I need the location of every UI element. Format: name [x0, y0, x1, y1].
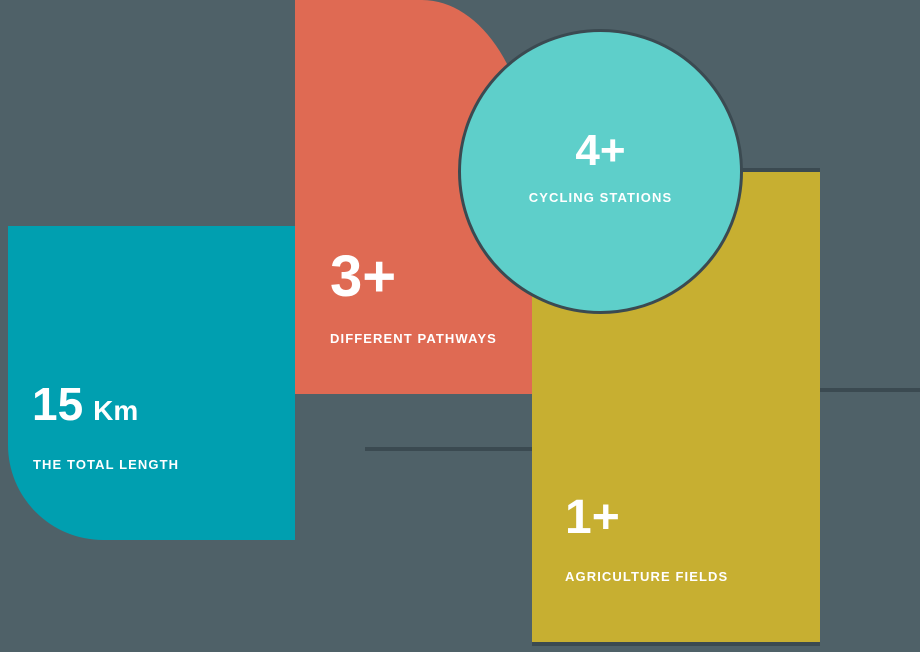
total-length-label: THE TOTAL LENGTH — [33, 457, 180, 472]
decor-line-right — [820, 388, 920, 392]
decor-line-left — [365, 447, 532, 451]
total-length-value: 15 Km — [32, 381, 138, 427]
total-length-card: 15 Km THE TOTAL LENGTH — [8, 226, 295, 540]
pathways-label: DIFFERENT PATHWAYS — [330, 331, 497, 346]
stations-value: 4+ — [575, 126, 626, 175]
cycling-stations-circle: 4+ CYCLING STATIONS — [458, 29, 743, 314]
total-length-unit: Km — [93, 395, 139, 426]
total-length-number: 15 — [32, 378, 84, 430]
fields-label: AGRICULTURE FIELDS — [565, 569, 729, 584]
pathways-value: 3+ — [330, 244, 397, 309]
stations-label: CYCLING STATIONS — [528, 190, 673, 205]
fields-value: 1+ — [565, 491, 620, 544]
